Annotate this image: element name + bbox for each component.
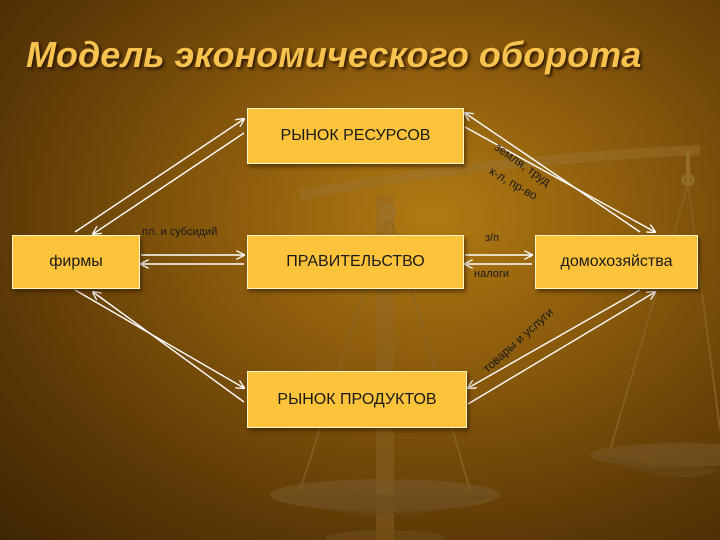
arrow-resources-to-firms xyxy=(93,132,245,234)
arrow-resources-to-households xyxy=(464,126,655,232)
slide-title: Модель экономического оборота xyxy=(26,34,642,75)
arrow-firms-to-resources xyxy=(74,119,244,233)
resource-market-node: РЫНОК РЕСУРСОВ xyxy=(247,108,464,164)
firms-node: фирмы xyxy=(12,235,140,289)
arrow-products-to-households xyxy=(467,292,655,405)
subsidies-label: пл. и субсидий xyxy=(142,226,218,238)
arrow-households-to-products xyxy=(468,289,641,388)
arrow-products-to-firms xyxy=(93,292,245,403)
taxes-label: налоги xyxy=(474,268,510,280)
product-market-node: РЫНОК ПРОДУКТОВ xyxy=(247,371,467,428)
arrow-households-to-resources xyxy=(465,113,641,233)
government-node: ПРАВИТЕЛЬСТВО xyxy=(247,235,464,289)
wages-label: з/п xyxy=(485,232,500,244)
arrow-firms-to-products xyxy=(74,289,244,388)
households-node: домохозяйства xyxy=(535,235,698,289)
